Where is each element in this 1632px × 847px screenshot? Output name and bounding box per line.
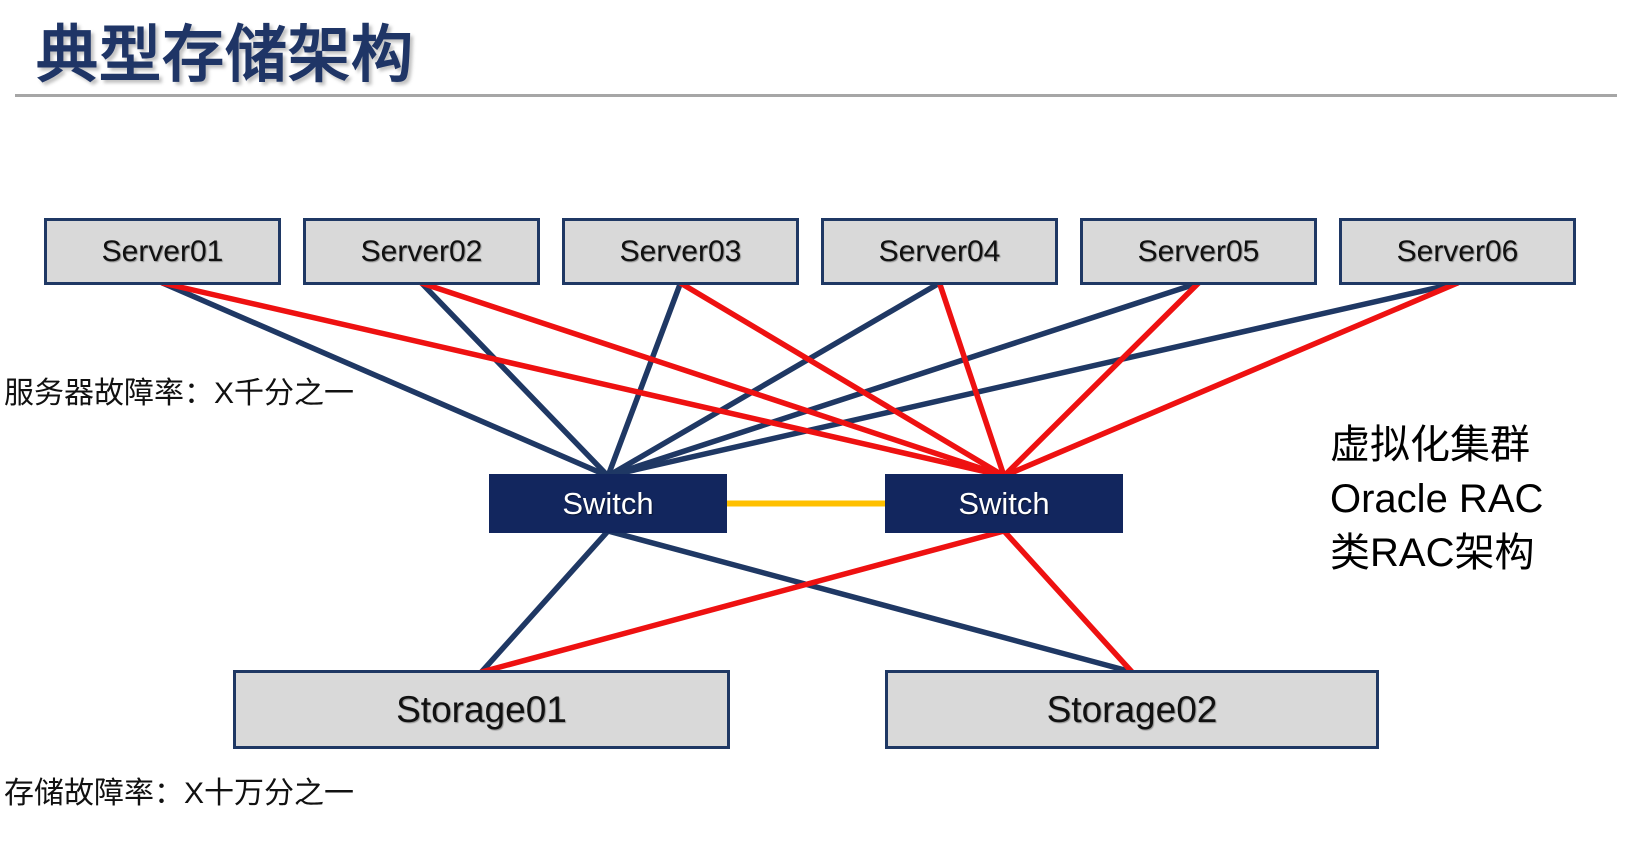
storage-label: Storage02	[1046, 688, 1218, 730]
switch-box-right: Switch	[885, 474, 1123, 533]
server-box-05: Server05	[1080, 218, 1317, 285]
cluster-annotation: 虚拟化集群 Oracle RAC 类RAC架构	[1330, 418, 1543, 580]
server-box-06: Server06	[1339, 218, 1576, 285]
server-failure-rate-label: 服务器故障率：X千分之一	[4, 377, 355, 410]
server-box-03: Server03	[562, 218, 799, 285]
server-label: Server01	[101, 234, 224, 268]
server-label: Server02	[360, 234, 483, 268]
annotation-line-2: Oracle RAC	[1330, 477, 1544, 521]
page-title: 典型存储架构	[36, 21, 415, 90]
server-label: Server05	[1137, 234, 1260, 268]
annotation-line-1: 虚拟化集群	[1330, 423, 1530, 467]
switch-label: Switch	[958, 485, 1050, 521]
server-box-02: Server02	[303, 218, 540, 285]
title-divider	[15, 94, 1617, 97]
server-box-04: Server04	[821, 218, 1058, 285]
switch-label: Switch	[562, 485, 654, 521]
server-box-01: Server01	[44, 218, 281, 285]
storage-failure-rate-label: 存储故障率：X十万分之一	[4, 777, 355, 810]
storage-box-02: Storage02	[885, 670, 1379, 749]
server-label: Server03	[619, 234, 742, 268]
server-label: Server06	[1396, 234, 1519, 268]
storage-label: Storage01	[396, 688, 567, 730]
switch-box-left: Switch	[489, 474, 727, 533]
annotation-line-3: 类RAC架构	[1330, 531, 1535, 575]
server-label: Server04	[878, 234, 1001, 268]
storage-box-01: Storage01	[233, 670, 730, 749]
